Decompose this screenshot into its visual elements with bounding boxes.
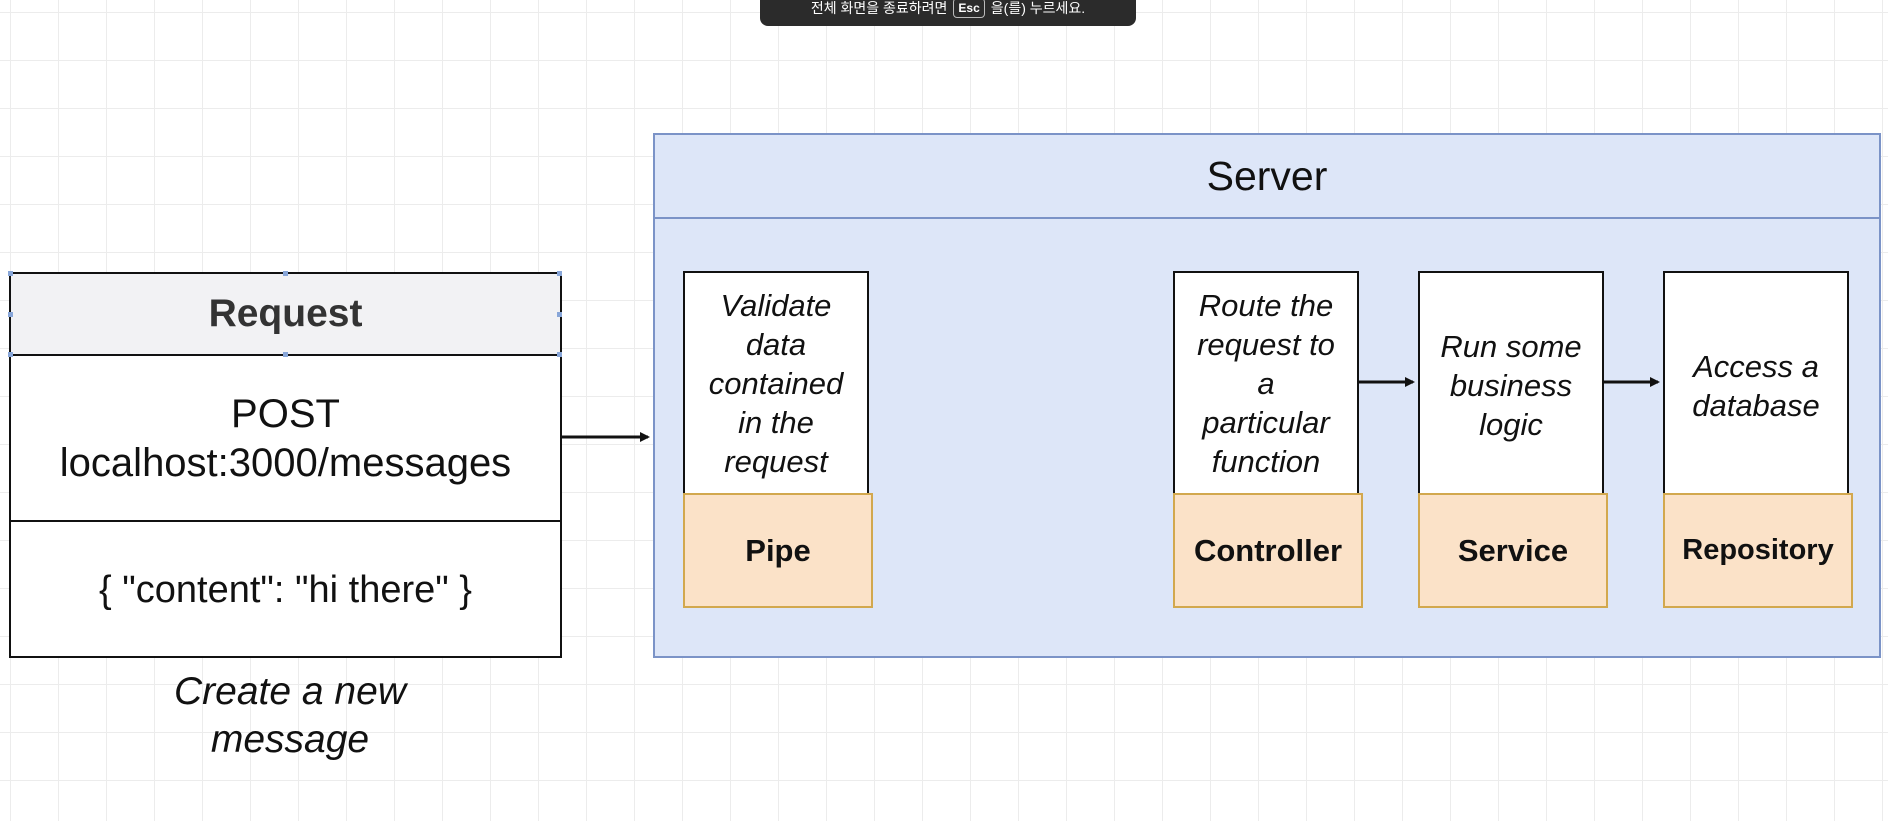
stage-label: Controller [1173,493,1363,608]
selection-handle[interactable] [283,352,288,357]
desc-line: database [1692,388,1820,423]
request-header[interactable]: Request [8,271,562,357]
desc-line: Access a [1693,349,1819,384]
fullscreen-exit-toast: 전체 화면을 종료하려면 Esc 을(를) 누르세요. [760,0,1136,26]
desc-line: request [724,443,828,479]
selection-handle[interactable] [557,271,562,276]
desc-line: logic [1479,407,1543,442]
request-url: localhost:3000/messages [59,441,512,485]
request-method: POST [231,392,340,436]
desc-line: in the [738,404,814,440]
selection-handle[interactable] [8,352,13,357]
stage-description: Run some business logic [1420,273,1602,493]
selection-handle[interactable] [8,312,13,317]
server-title: Server [1206,152,1328,199]
stage-label: Pipe [683,493,873,608]
desc-line: business [1449,368,1573,403]
request-body: { "content": "hi there" } [11,524,560,656]
pipe-stage[interactable]: Validate data contained in the request P… [683,271,873,608]
desc-line: Validate [720,287,832,323]
stage-label: Repository [1663,493,1853,608]
server-title-bar: Server [655,135,1879,219]
request-caption: Create a new message [90,668,490,764]
toast-text-after: 을(를) 누르세요. [990,0,1086,16]
stage-description: Validate data contained in the request [685,273,867,493]
desc-line: function [1211,443,1321,479]
desc-line: request to [1197,326,1335,362]
desc-line: Route the [1198,287,1334,323]
request-card[interactable]: Request POST localhost:3000/messages { "… [8,271,562,658]
selection-handle[interactable] [283,271,288,276]
stage-label: Service [1418,493,1608,608]
repository-stage[interactable]: Access a database Repository [1663,271,1853,608]
toast-text-before: 전체 화면을 종료하려면 [810,0,948,16]
controller-stage[interactable]: Route the request to a particular functi… [1173,271,1363,608]
desc-line: particular [1202,404,1330,440]
stage-description: Route the request to a particular functi… [1175,273,1357,493]
selection-handle[interactable] [557,352,562,357]
service-stage[interactable]: Run some business logic Service [1418,271,1608,608]
request-body-text: { "content": "hi there" } [99,568,472,611]
request-line: POST localhost:3000/messages [11,358,560,522]
caption-line-2: message [210,718,370,761]
desc-line: a [1257,365,1275,401]
selection-handle[interactable] [557,312,562,317]
desc-line: contained [708,365,844,401]
request-title: Request [208,292,363,335]
esc-key-badge: Esc [953,0,985,18]
desc-line: Run some [1440,329,1582,364]
stage-description: Access a database [1665,273,1847,493]
caption-line-1: Create a new [174,670,406,713]
selection-handle[interactable] [8,271,13,276]
desc-line: data [745,326,807,362]
